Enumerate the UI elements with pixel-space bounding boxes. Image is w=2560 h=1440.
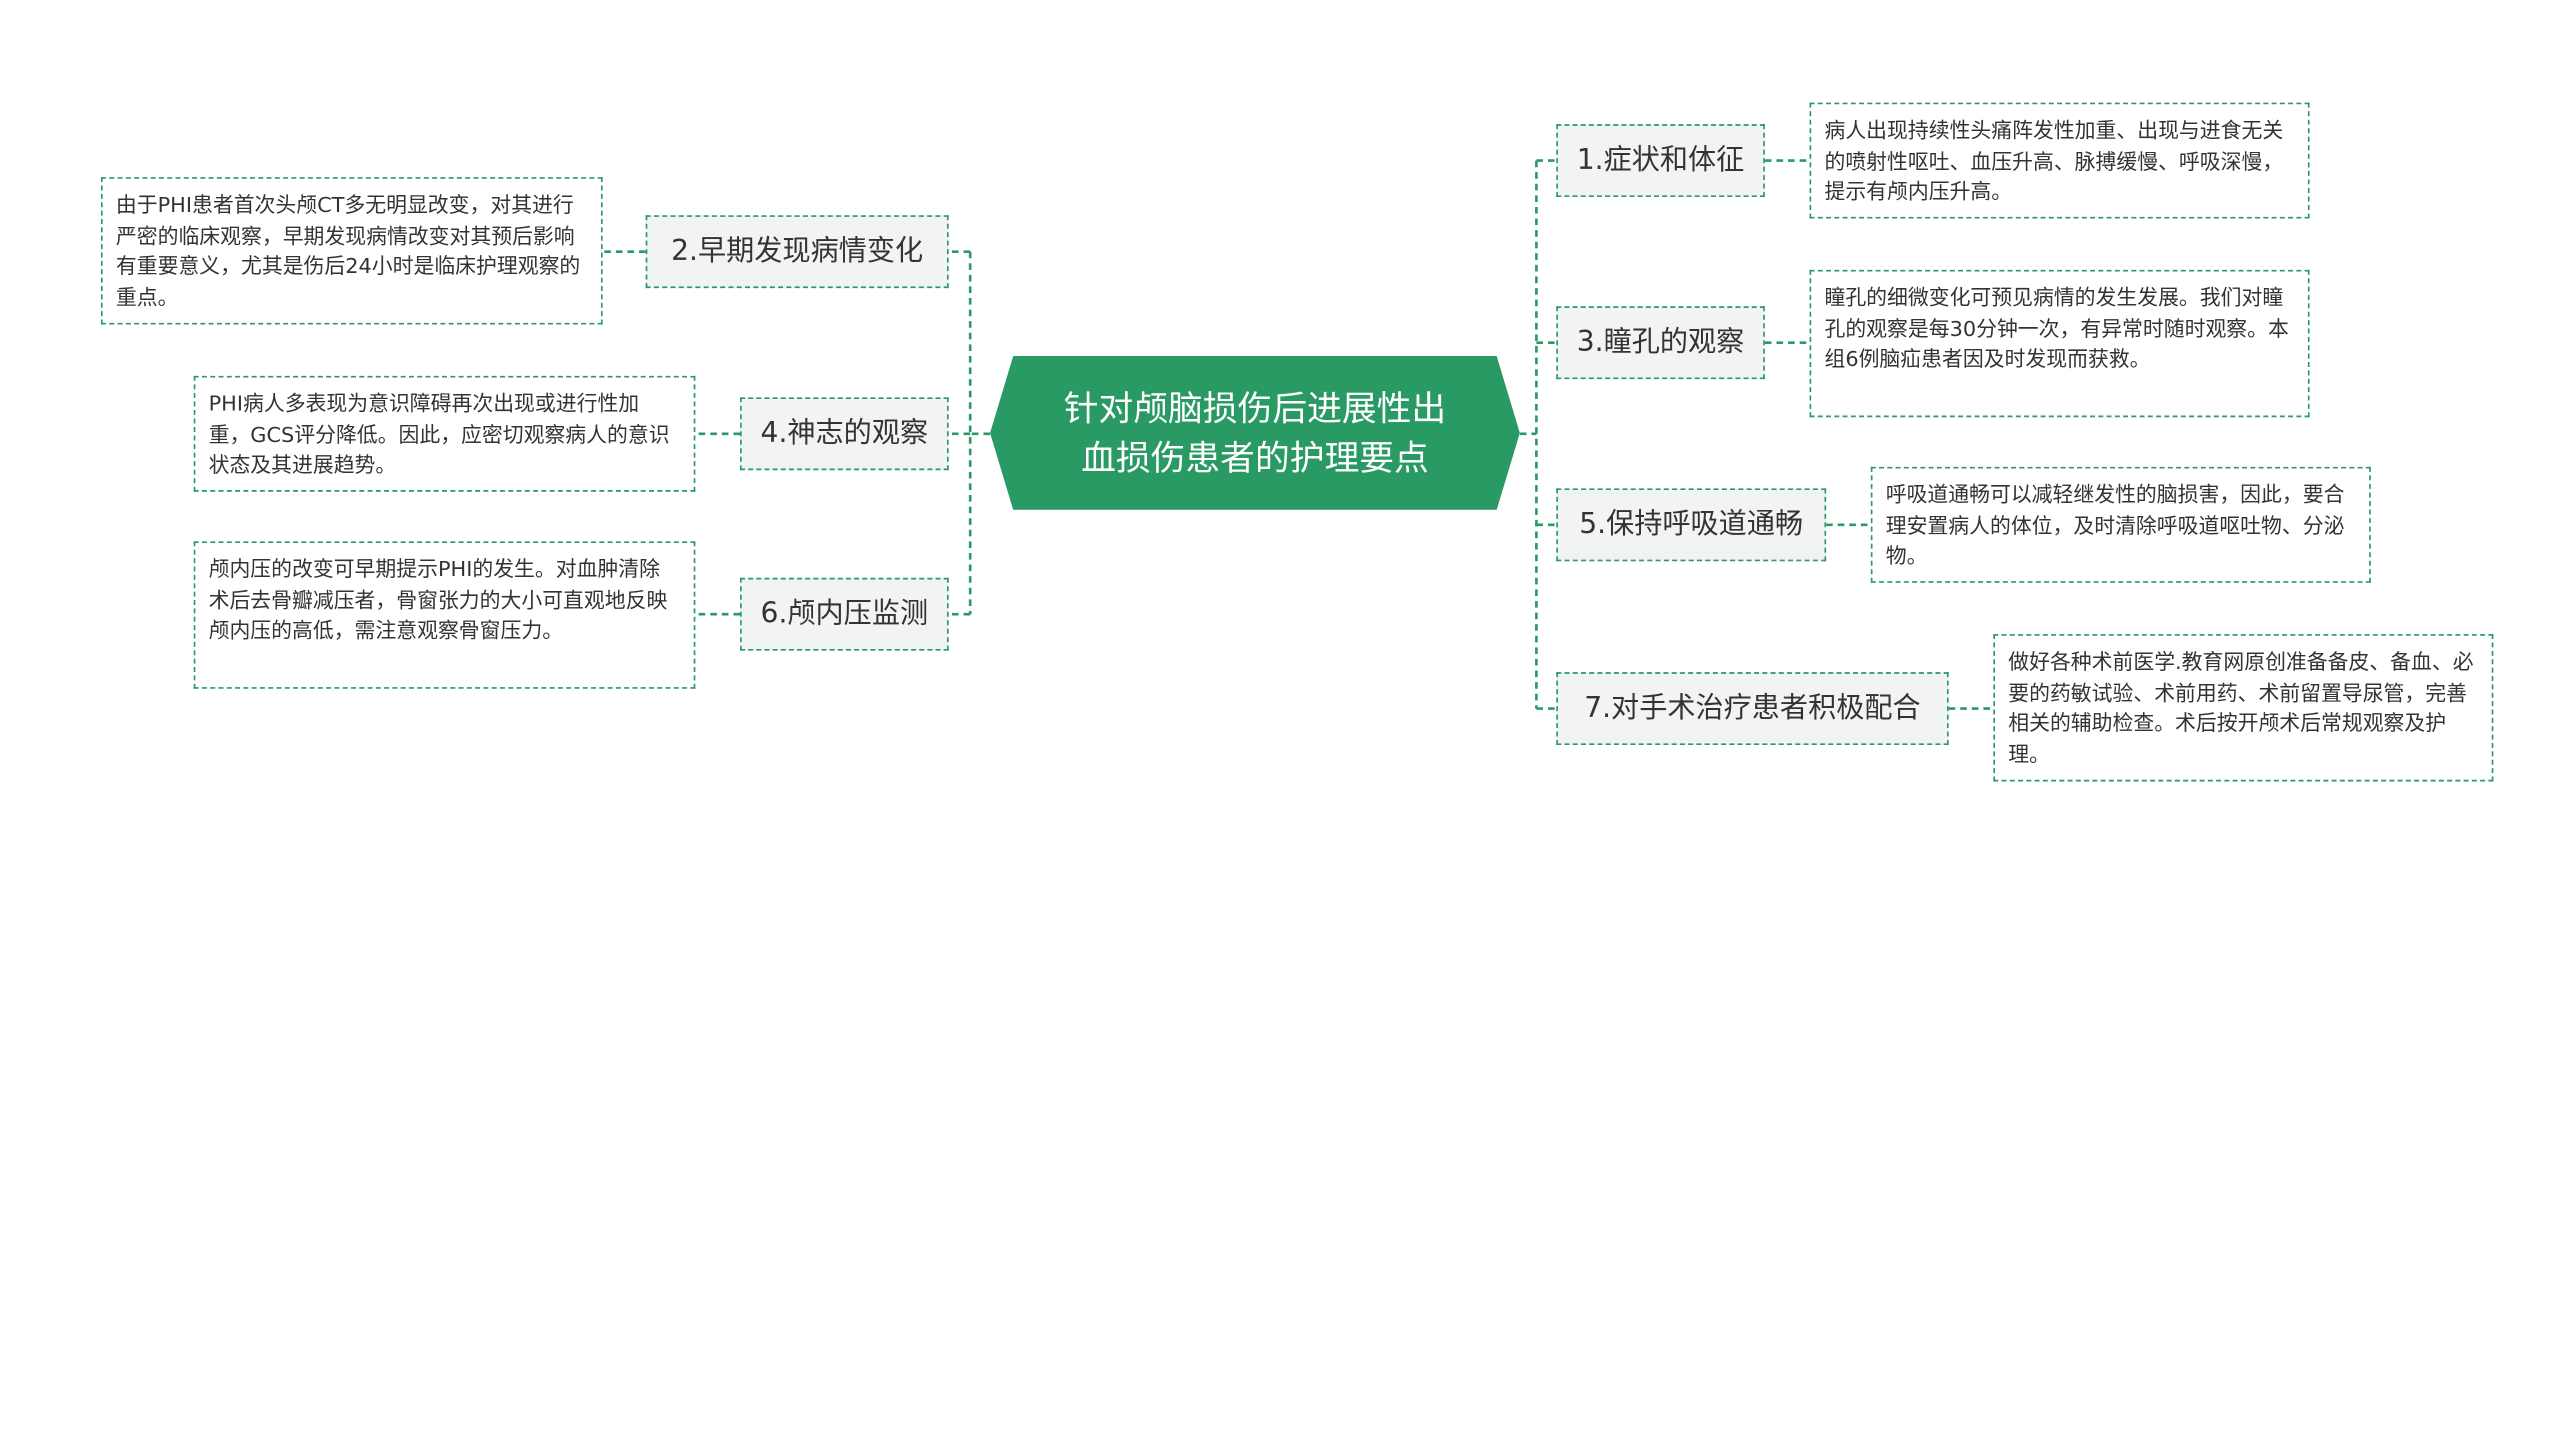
topic-label: 5.保持呼吸道通畅 xyxy=(1579,508,1804,542)
connector-lines xyxy=(602,159,1994,710)
central-topic-label: 针对颅脑损伤后进展性出血损伤患者的护理要点 xyxy=(1063,388,1447,478)
detail-text: 做好各种术前医学.教育网原创准备备皮、备血、必要的药敏试验、术前用药、术前留置导… xyxy=(2008,648,2474,766)
detail-text: 病人出现持续性头痛阵发性加重、出现与进食无关的喷射性呕吐、血压升高、脉搏缓慢、呼… xyxy=(1824,117,2284,204)
topic-label: 6.颅内压监测 xyxy=(760,597,929,631)
detail-text: 颅内压的改变可早期提示PHI的发生。对血肿清除术后去骨瓣减压者，骨窗张力的大小可… xyxy=(208,556,668,643)
topic-label: 4.神志的观察 xyxy=(760,417,929,451)
topic-icp-monitoring[interactable]: 6.颅内压监测 xyxy=(740,577,949,651)
detail-icp-monitoring[interactable]: 颅内压的改变可早期提示PHI的发生。对血肿清除术后去骨瓣减压者，骨窗张力的大小可… xyxy=(193,541,696,689)
connector-right-trunk xyxy=(1519,160,1538,709)
topic-consciousness-observation[interactable]: 4.神志的观察 xyxy=(740,397,949,471)
central-topic[interactable]: 针对颅脑损伤后进展性出血损伤患者的护理要点 xyxy=(990,356,1520,510)
detail-pupil-observation[interactable]: 瞳孔的细微变化可预见病情的发生发展。我们对瞳孔的观察是每30分钟一次，有异常时随… xyxy=(1809,269,2310,418)
topic-airway-clear[interactable]: 5.保持呼吸道通畅 xyxy=(1556,488,1827,562)
detail-consciousness-observation[interactable]: PHI病人多表现为意识障碍再次出现或进行性加重，GCS评分降低。因此，应密切观察… xyxy=(193,375,696,492)
topic-surgery-cooperation[interactable]: 7.对手术治疗患者积极配合 xyxy=(1556,672,1949,746)
detail-text: 瞳孔的细微变化可预见病情的发生发展。我们对瞳孔的观察是每30分钟一次，有异常时随… xyxy=(1824,284,2289,371)
topic-early-detection[interactable]: 2.早期发现病情变化 xyxy=(645,215,949,289)
topic-symptoms-signs[interactable]: 1.症状和体征 xyxy=(1556,124,1765,198)
detail-airway-clear[interactable]: 呼吸道通畅可以减轻继发性的脑损害，因此，要合理安置病人的体位，及时清除呼吸道呕吐… xyxy=(1870,466,2371,583)
connector-left-trunk xyxy=(968,251,991,615)
detail-text: 由于PHI患者首次头颅CT多无明显改变，对其进行严密的临床观察，早期发现病情改变… xyxy=(115,192,581,309)
detail-symptoms-signs[interactable]: 病人出现持续性头痛阵发性加重、出现与进食无关的喷射性呕吐、血压升高、脉搏缓慢、呼… xyxy=(1809,102,2310,219)
detail-text: 呼吸道通畅可以减轻继发性的脑损害，因此，要合理安置病人的体位，及时清除呼吸道呕吐… xyxy=(1885,481,2345,568)
detail-surgery-cooperation[interactable]: 做好各种术前医学.教育网原创准备备皮、备血、必要的药敏试验、术前用药、术前留置导… xyxy=(1993,634,2494,782)
topic-label: 1.症状和体征 xyxy=(1576,144,1745,178)
topic-pupil-observation[interactable]: 3.瞳孔的观察 xyxy=(1556,306,1765,380)
central-topic-shape xyxy=(990,355,1520,510)
topic-label: 7.对手术治疗患者积极配合 xyxy=(1584,692,1921,726)
topic-label: 2.早期发现病情变化 xyxy=(671,235,924,269)
detail-text: PHI病人多表现为意识障碍再次出现或进行性加重，GCS评分降低。因此，应密切观察… xyxy=(208,390,670,477)
topic-label: 3.瞳孔的观察 xyxy=(1576,326,1745,360)
detail-early-detection[interactable]: 由于PHI患者首次头颅CT多无明显改变，对其进行严密的临床观察，早期发现病情改变… xyxy=(100,177,603,325)
